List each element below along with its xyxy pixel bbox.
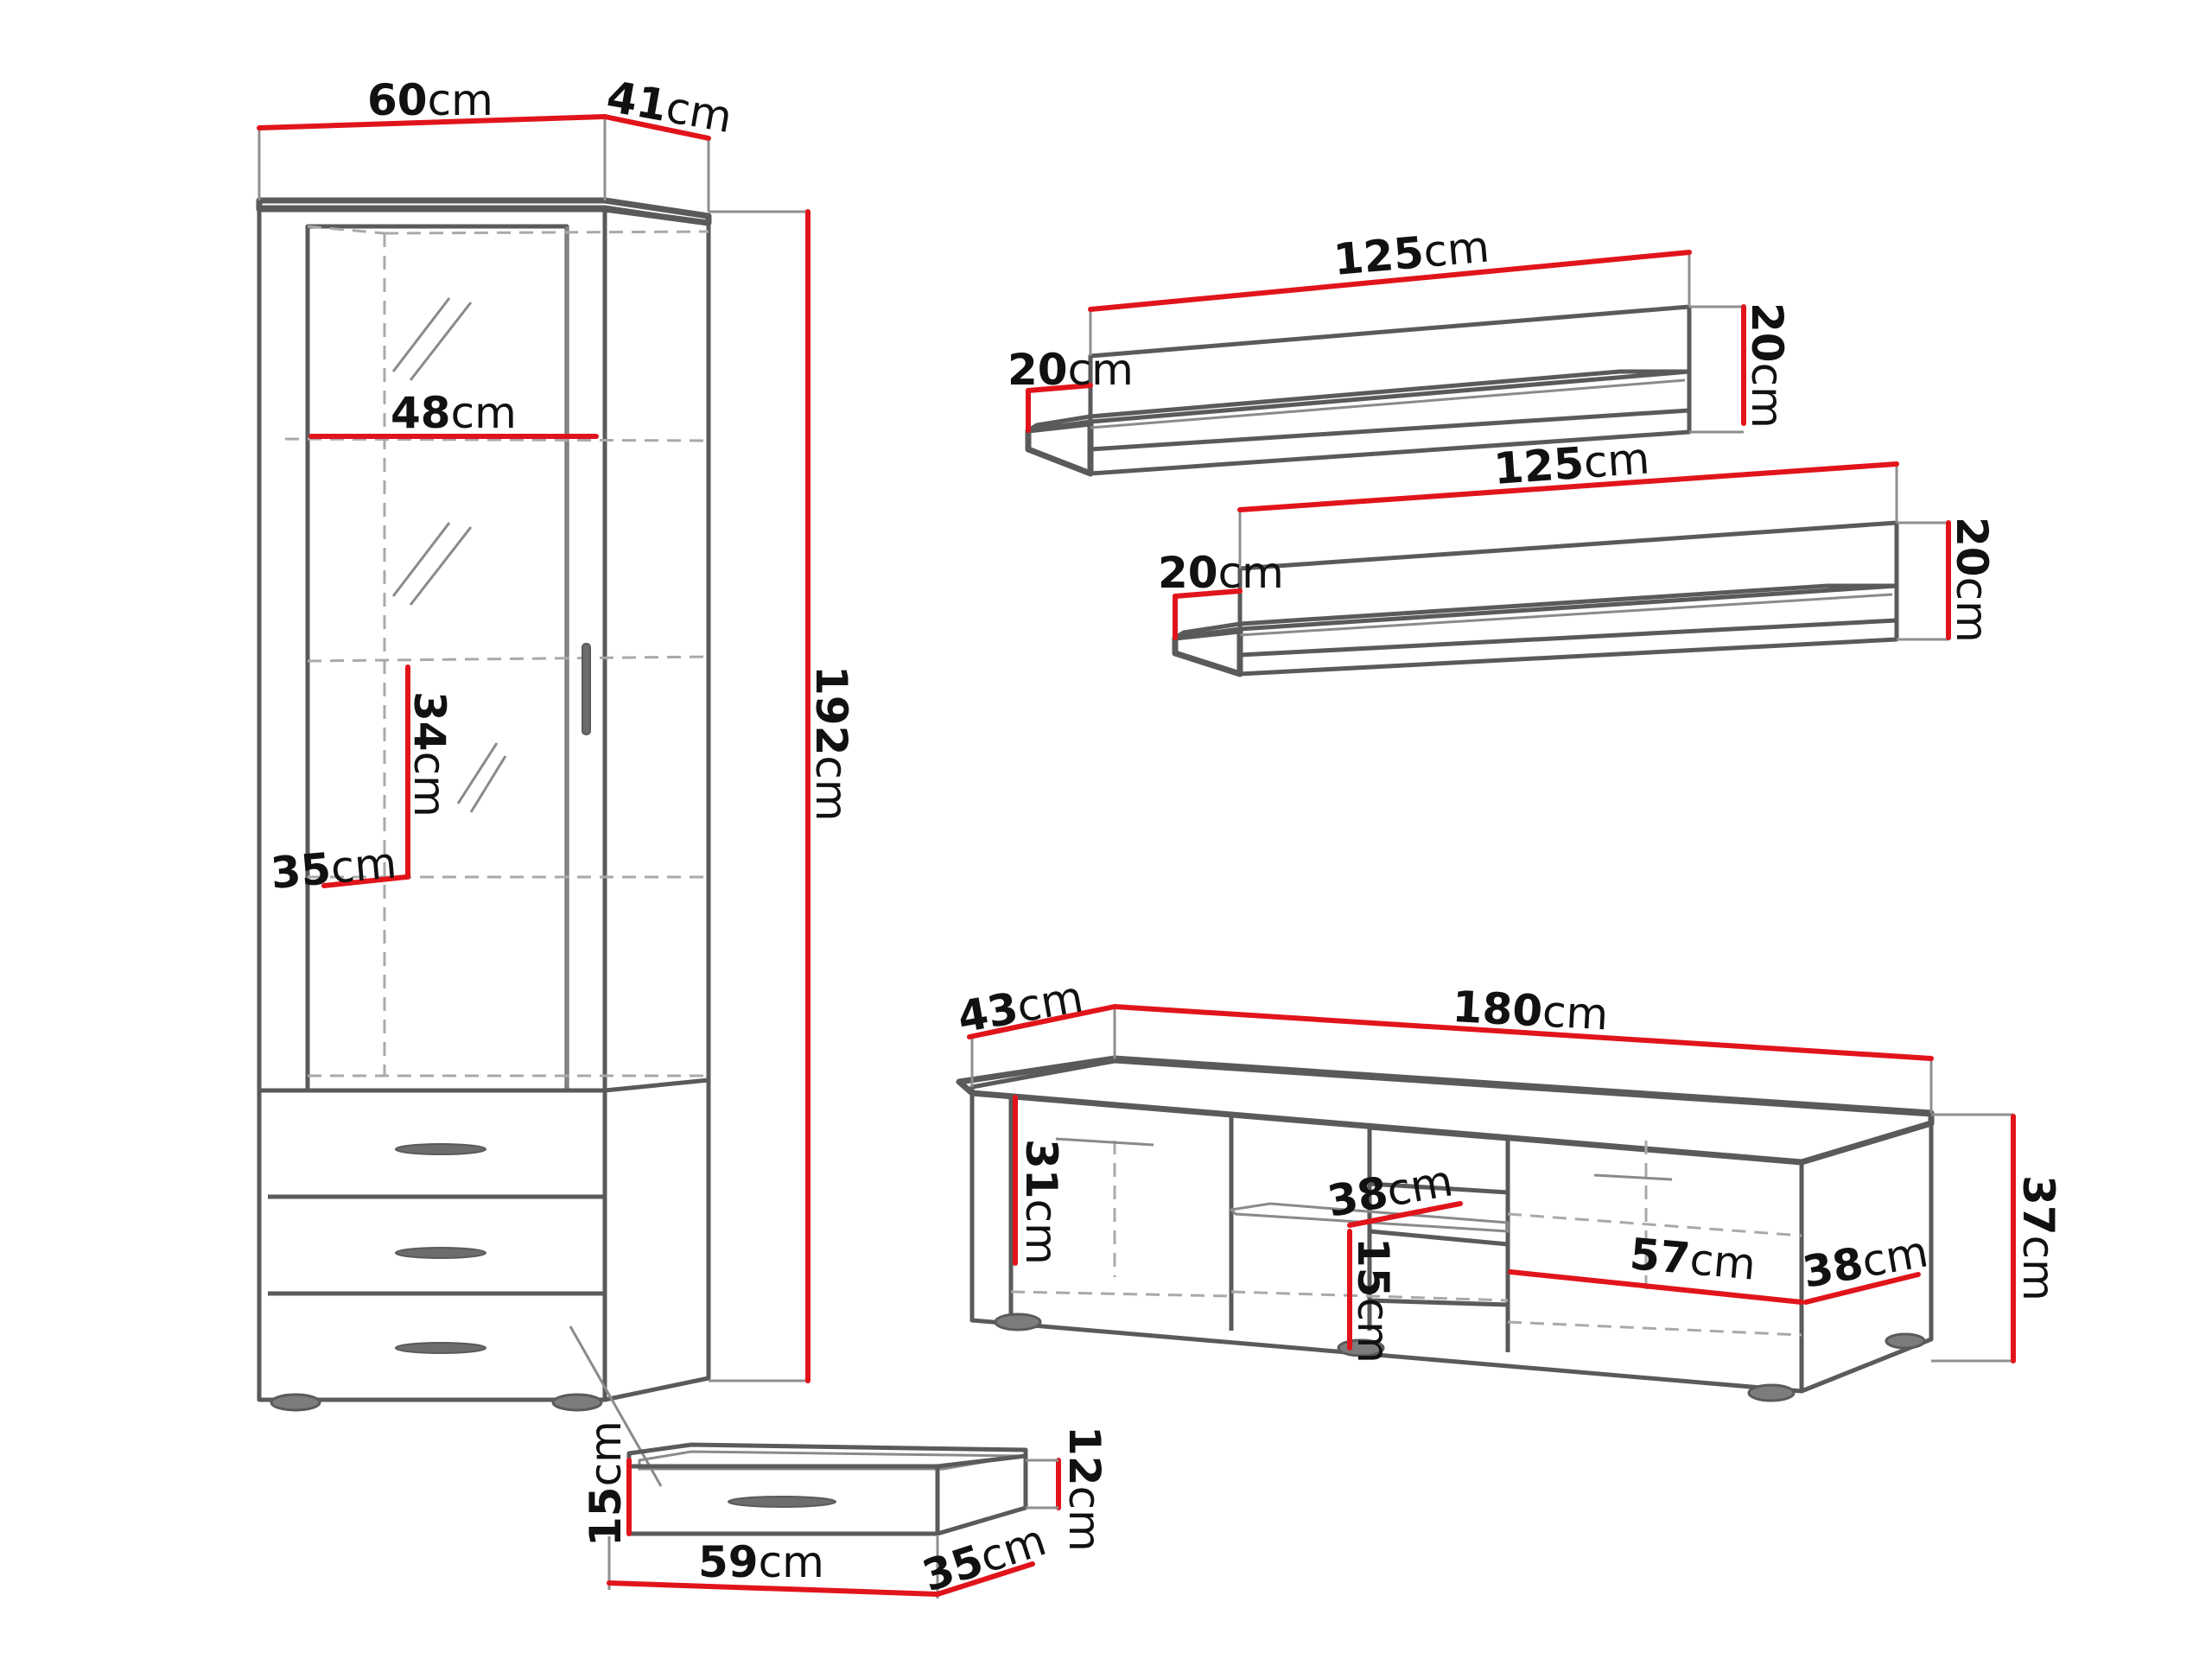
foot-icon xyxy=(994,1313,1042,1332)
foot-icon xyxy=(1885,1332,1926,1350)
cabinet-depth-line xyxy=(602,114,711,141)
shelf1-length-label: 125cm xyxy=(1332,221,1491,285)
tv-width-line xyxy=(1112,1004,1934,1061)
tv-inner-width-line xyxy=(1508,1269,1804,1305)
shelf1-length-line xyxy=(1088,250,1692,312)
wall-shelf-1: 125cm 20cm 20cm xyxy=(1007,221,1792,477)
tv-depth-line xyxy=(967,1004,1117,1039)
cabinet-width-label: 60cm xyxy=(367,75,493,125)
tv-inner-height-label: 31cm xyxy=(1016,1139,1066,1265)
door-handle-icon xyxy=(582,643,591,735)
shelf2-length-label: 125cm xyxy=(1492,434,1651,494)
foot-icon xyxy=(551,1393,603,1412)
cabinet-width-line xyxy=(257,114,607,130)
drawer-depth-line xyxy=(935,1561,1035,1597)
shelf1-depth-line-top xyxy=(1026,383,1093,393)
drawer-handle-icon xyxy=(395,1342,486,1354)
cabinet-height-label: 192cm xyxy=(806,665,856,822)
shelf1-depth-label: 20cm xyxy=(1007,345,1134,395)
tv-width-label: 180cm xyxy=(1451,982,1609,1039)
tv-inner-depth-line xyxy=(1803,1272,1921,1305)
tv-depth-label: 43cm xyxy=(954,971,1087,1042)
drawer-handle-icon xyxy=(728,1496,836,1508)
shelf1-height-label: 20cm xyxy=(1742,302,1792,429)
shelf2-length-line xyxy=(1237,461,1899,512)
tv-niche-height-label: 15cm xyxy=(1348,1237,1398,1363)
shelf2-depth-label: 20cm xyxy=(1158,548,1284,598)
drawer-handle-icon xyxy=(395,1247,486,1259)
foot-icon xyxy=(1747,1383,1796,1402)
drawer-width-line xyxy=(607,1580,940,1597)
drawer-inner-height-label: 12cm xyxy=(1059,1426,1109,1552)
drawer-height-label: 15cm xyxy=(581,1421,631,1547)
shelf2-height-label: 20cm xyxy=(1947,517,1997,643)
drawer: 15cm 12cm 59cm 35cm xyxy=(581,1421,1109,1601)
drawer-width-label: 59cm xyxy=(698,1537,824,1587)
tv-inner-width-label: 57cm xyxy=(1628,1229,1758,1289)
tv-inner-depth-label: 38cm xyxy=(1799,1226,1932,1297)
glass-section-height-label: 34cm xyxy=(404,691,454,817)
tv-height-label: 37cm xyxy=(2013,1175,2063,1301)
tv-niche-depth-label: 38cm xyxy=(1324,1155,1457,1226)
inner-depth-label: 35cm xyxy=(269,837,398,898)
wall-shelf-2: 125cm 20cm 20cm xyxy=(1158,434,1997,677)
tv-stand: 43cm 180cm 37cm 31cm 38cm 15cm 57cm 38cm xyxy=(954,971,2063,1402)
shelf2-depth-line-top xyxy=(1173,588,1243,599)
display-cabinet: 60cm 41cm 192cm 48cm 34cm 35cm xyxy=(256,72,856,1487)
glass-reflection-icon xyxy=(391,297,507,813)
foot-icon xyxy=(270,1393,321,1412)
shelf-inner-width-label: 48cm xyxy=(391,388,517,438)
cabinet-depth-label: 41cm xyxy=(603,72,736,143)
inner-depth-line xyxy=(321,874,409,888)
tv-niche-depth-line xyxy=(1347,1201,1463,1228)
drawer-handle-icon xyxy=(395,1143,486,1155)
